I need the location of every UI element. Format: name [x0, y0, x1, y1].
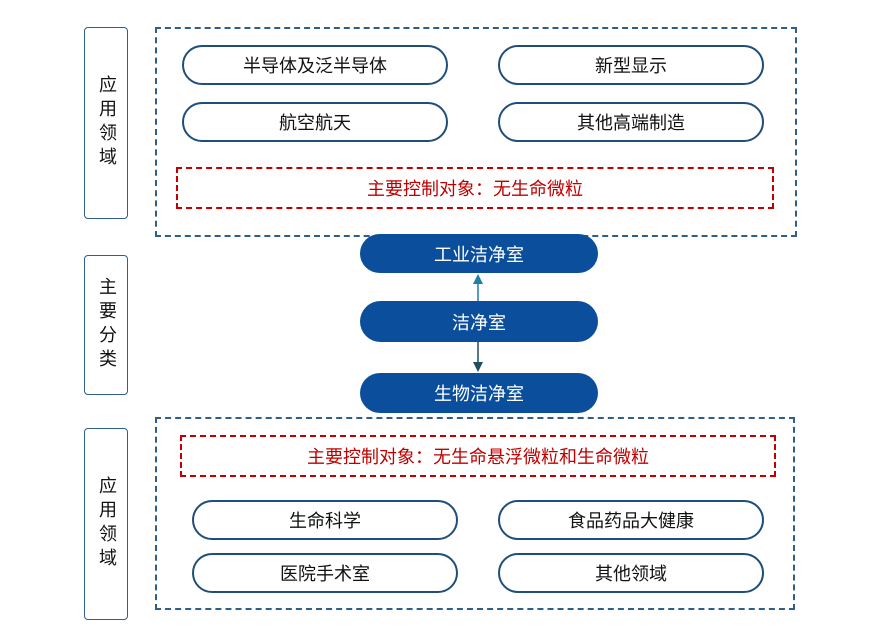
- cleanroom-label: 洁净室: [452, 312, 506, 334]
- field-other-label: 其他领域: [595, 564, 667, 585]
- control-object-bottom: 主要控制对象：无生命悬浮微粒和生命微粒: [180, 435, 776, 477]
- cleanroom-node: 洁净室: [360, 301, 598, 342]
- field-new-display-label: 新型显示: [595, 56, 667, 77]
- arrow-up-icon: [473, 274, 483, 301]
- side-label-top-text: 应用领域: [96, 75, 117, 171]
- field-hospital-or: 医院手术室: [192, 553, 458, 593]
- field-aerospace: 航空航天: [182, 102, 448, 142]
- industrial-cleanroom-node: 工业洁净室: [360, 234, 598, 273]
- bio-cleanroom-node: 生物洁净室: [360, 373, 598, 413]
- side-label-middle-text: 主要分类: [96, 277, 117, 373]
- side-label-bottom: 应用领域: [84, 428, 128, 620]
- side-label-bottom-text: 应用领域: [96, 476, 117, 572]
- field-other-high-end-label: 其他高端制造: [577, 113, 685, 134]
- side-label-middle: 主要分类: [84, 255, 128, 395]
- control-object-top: 主要控制对象：无生命微粒: [176, 167, 774, 209]
- field-hospital-or-label: 医院手术室: [280, 564, 370, 585]
- field-other-high-end: 其他高端制造: [498, 102, 764, 142]
- bottom-application-box: [155, 417, 795, 610]
- field-new-display: 新型显示: [498, 45, 764, 85]
- field-life-science: 生命科学: [192, 500, 458, 540]
- control-object-top-text: 主要控制对象：无生命微粒: [367, 179, 583, 200]
- field-other: 其他领域: [498, 553, 764, 593]
- side-label-top: 应用领域: [84, 27, 128, 219]
- field-food-pharma-health: 食品药品大健康: [498, 500, 764, 540]
- bio-cleanroom-label: 生物洁净室: [434, 384, 524, 405]
- industrial-cleanroom-label: 工业洁净室: [434, 244, 524, 266]
- control-object-bottom-text: 主要控制对象：无生命悬浮微粒和生命微粒: [307, 447, 649, 468]
- field-semiconductor-label: 半导体及泛半导体: [243, 56, 387, 77]
- arrow-down-icon: [473, 342, 483, 372]
- field-semiconductor: 半导体及泛半导体: [182, 45, 448, 85]
- field-life-science-label: 生命科学: [289, 511, 361, 532]
- field-aerospace-label: 航空航天: [279, 113, 351, 134]
- field-food-pharma-health-label: 食品药品大健康: [568, 511, 694, 532]
